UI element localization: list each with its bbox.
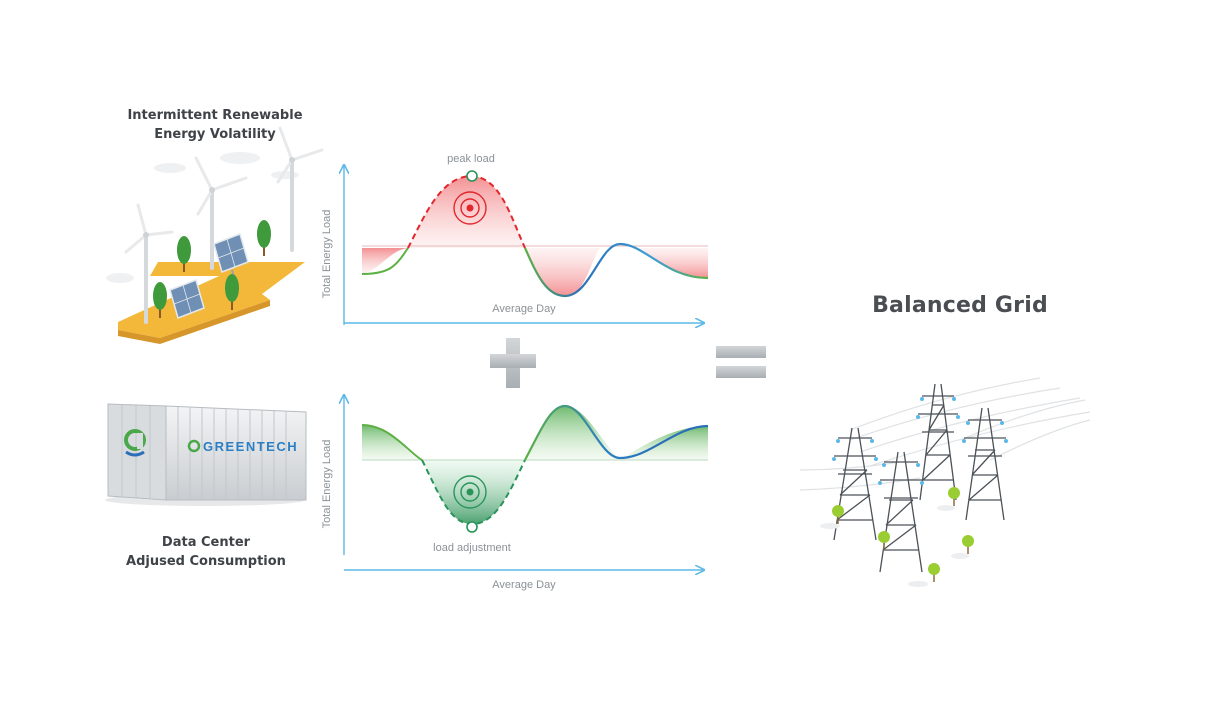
- top-x-label: Average Day: [492, 303, 556, 315]
- greentech-logo-icon: [124, 429, 146, 457]
- equals-icon: [716, 346, 766, 378]
- tree-icon: [878, 531, 890, 550]
- top-curve-right: [523, 242, 709, 298]
- power-lines: [799, 377, 1091, 491]
- datacenter-title-line1: Data Center: [161, 535, 251, 550]
- tree-icon: [177, 236, 191, 272]
- target-icon: [453, 191, 487, 225]
- transmission-tower-icon: [916, 383, 960, 501]
- wind-turbine-icon: [194, 156, 248, 270]
- top-chart-trough-fill: [525, 248, 600, 296]
- tree-icon: [832, 505, 844, 524]
- tree-icon: [948, 487, 960, 506]
- peak-marker: [466, 170, 478, 182]
- bottom-x-label: Average Day: [492, 579, 556, 591]
- container-brand: GREENTECH: [187, 439, 298, 454]
- top-curve-peak: [407, 174, 526, 249]
- bottom-chart-left-fill: [362, 425, 420, 460]
- top-chart-left-fill: [362, 248, 408, 274]
- transmission-grid-illustration: [799, 377, 1091, 587]
- bottom-chart-hump-fill: [525, 406, 620, 460]
- datacenter-title-line2: Adjused Consumption: [126, 554, 286, 569]
- ground-platform: [118, 262, 305, 338]
- tree-icon: [153, 282, 167, 318]
- solar-panel-icon: [169, 279, 205, 319]
- adjust-marker: [466, 521, 478, 533]
- transmission-tower-icon: [832, 427, 878, 541]
- bottom-curve-left: [361, 424, 423, 461]
- wind-turbine-icon: [124, 203, 174, 324]
- bottom-y-label: Total Energy Load: [321, 440, 333, 529]
- balanced-grid-title: Balanced Grid: [872, 293, 1048, 318]
- tree-icon: [962, 535, 974, 554]
- datacenter-title: Data Center Adjused Consumption: [96, 533, 316, 571]
- shipping-container-icon: GREENTECH: [105, 403, 307, 506]
- top-chart-right-fill: [640, 248, 708, 278]
- bottom-chart: load adjustment Average Day Total Energy…: [321, 396, 709, 591]
- tree-icon: [225, 274, 239, 310]
- renewable-title-line2: Energy Volatility: [154, 127, 276, 142]
- tree-icon: [257, 220, 271, 256]
- top-y-label: Total Energy Load: [321, 210, 333, 299]
- ground-shadows: [820, 505, 969, 587]
- top-chart: peak load Average Day Total Energy Load: [321, 153, 709, 325]
- bottom-chart-right-fill: [620, 426, 708, 460]
- transmission-tower-icon: [878, 451, 924, 573]
- bottom-curve-right: [524, 404, 709, 461]
- plus-icon: [490, 338, 536, 388]
- target-icon: [453, 475, 487, 509]
- top-chart-peak-fill: [408, 176, 525, 248]
- renewable-title: Intermittent Renewable Energy Volatility: [100, 106, 330, 144]
- transmission-tower-icon: [962, 407, 1008, 521]
- renewable-title-line1: Intermittent Renewable: [127, 108, 303, 123]
- load-adjustment-label: load adjustment: [433, 542, 511, 554]
- renewable-illustration: [106, 126, 324, 344]
- tree-icon: [928, 563, 940, 582]
- container-brand-text: GREENTECH: [203, 439, 298, 454]
- peak-load-label: peak load: [447, 153, 495, 165]
- top-curve-left: [361, 247, 409, 275]
- wind-turbine-icon: [276, 126, 324, 252]
